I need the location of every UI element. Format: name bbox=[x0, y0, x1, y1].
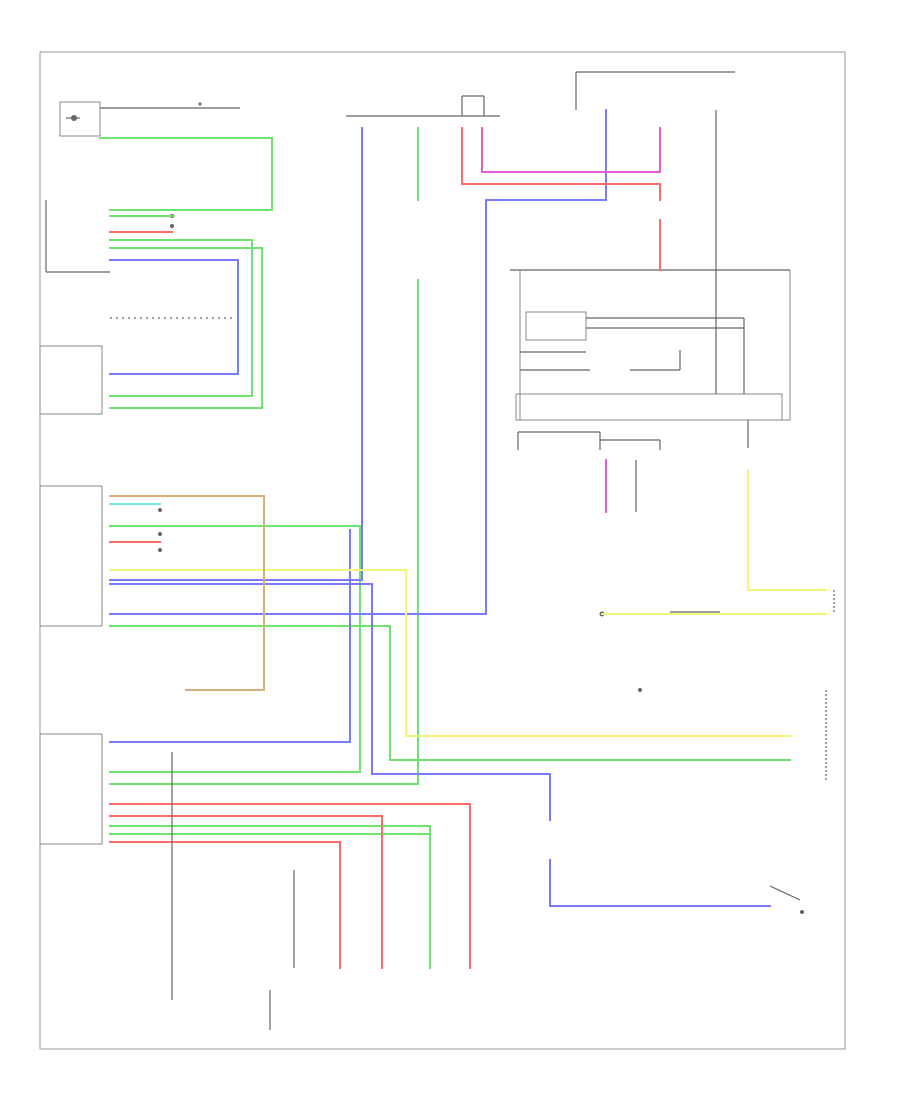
wire-yellow-main bbox=[109, 569, 791, 737]
wire-blue-switch bbox=[549, 859, 771, 907]
component-left-ecu-4 bbox=[39, 733, 103, 845]
wire-red-bottom-2 bbox=[109, 815, 383, 969]
top-connectors bbox=[346, 71, 735, 117]
wire-green-ecu1-c bbox=[109, 239, 253, 397]
component-left-ecu-2 bbox=[39, 317, 236, 415]
wire-green-top bbox=[99, 137, 273, 211]
wire-blue-right-top bbox=[109, 109, 607, 615]
component-right-harness bbox=[517, 431, 661, 450]
wire-red-bottom-1 bbox=[109, 803, 471, 969]
wire-blue-main-vertical bbox=[109, 127, 363, 581]
wire-red-top bbox=[461, 127, 661, 201]
wire-green-main-vertical-2 bbox=[109, 279, 419, 785]
wire-tan bbox=[109, 495, 265, 691]
wire-green-ecu3 bbox=[109, 525, 361, 773]
wire-green-ecu1-b bbox=[109, 247, 263, 409]
wire-blue-lower bbox=[109, 583, 551, 821]
wire-blue-lower-2 bbox=[109, 529, 351, 743]
component-left-ecu-3 bbox=[39, 485, 162, 627]
wire-pink-top bbox=[481, 127, 661, 173]
wire-blue-ecu1 bbox=[109, 259, 239, 375]
wire-green-bottom bbox=[109, 825, 431, 969]
wire-red-bottom-3 bbox=[109, 841, 341, 969]
component-right-junction-block bbox=[510, 269, 791, 421]
component-top-left-sensor bbox=[59, 101, 240, 137]
component-right-switch bbox=[769, 885, 804, 914]
wire-yellow-right bbox=[747, 469, 827, 591]
component-right-connector-1 bbox=[638, 590, 835, 780]
wire-green-lower-right bbox=[109, 625, 791, 761]
